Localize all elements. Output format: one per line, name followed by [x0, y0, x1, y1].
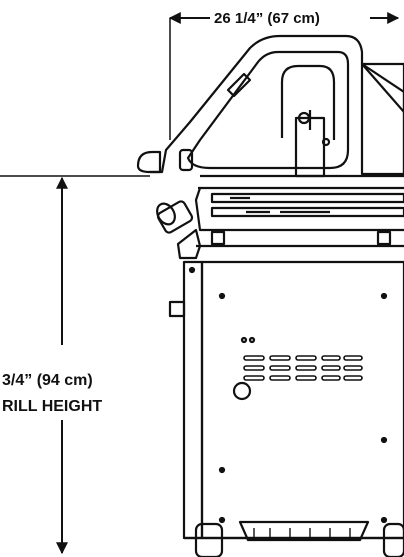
- lid-outer: [150, 34, 404, 178]
- firebox-outline: [194, 187, 404, 232]
- bolt-left: [210, 230, 226, 246]
- side-handle: [168, 300, 186, 318]
- lid-side-handle: [226, 72, 252, 98]
- firebox: [194, 186, 404, 248]
- drip-tray: [238, 520, 370, 542]
- bolt-right: [376, 230, 392, 246]
- width-dimension: 26 1/4” (67 cm): [168, 10, 400, 140]
- rail-detail: [230, 196, 330, 214]
- knob-face: [156, 202, 176, 226]
- cabinet-door: [200, 260, 404, 540]
- cabinet-bolt-2: [380, 436, 388, 444]
- control-panel: [176, 228, 202, 260]
- lid-diagonal-support: [361, 63, 404, 113]
- lid-inner-frame: [186, 50, 350, 170]
- vent-slots: [243, 355, 363, 381]
- cabinet: [168, 260, 404, 540]
- height-label-line2: RILL HEIGHT: [2, 398, 102, 415]
- lid-inner-arch: [280, 64, 336, 140]
- caster-left: [194, 522, 224, 557]
- lid-side-panel: [360, 62, 404, 176]
- cabinet-bolt-4: [218, 466, 226, 474]
- base: [184, 520, 404, 557]
- indicator-2: [248, 336, 256, 344]
- cabinet-bolt-3: [380, 516, 388, 524]
- tray-lines: [253, 528, 351, 540]
- cabinet-bolt-5: [218, 516, 226, 524]
- grill-lid: [150, 34, 404, 178]
- door-knob: [232, 381, 252, 401]
- rail-upper: [210, 192, 404, 204]
- hinge-bracket: [294, 110, 331, 178]
- height-label-line1: 3/4” (94 cm): [2, 372, 93, 389]
- control-knob: [156, 200, 194, 234]
- hinge-pin: [297, 111, 311, 125]
- rail-lower: [210, 206, 404, 218]
- width-label: 26 1/4” (67 cm): [214, 10, 320, 27]
- grill-drawing: [136, 34, 404, 557]
- lid-handle: [136, 148, 194, 174]
- indicator-1: [240, 336, 248, 344]
- handle-grip: [136, 150, 162, 174]
- hinge-bolt: [321, 137, 331, 147]
- cabinet-side-frame: [182, 260, 204, 540]
- door-bolt-top: [218, 292, 226, 300]
- height-dimension: 3/4” (94 cm) RILL HEIGHT: [0, 175, 150, 555]
- door-bolt-right: [380, 292, 388, 300]
- handle-bracket: [178, 148, 194, 172]
- cabinet-bolt-1: [188, 266, 196, 274]
- knob-body: [156, 200, 194, 234]
- caster-right: [382, 522, 404, 557]
